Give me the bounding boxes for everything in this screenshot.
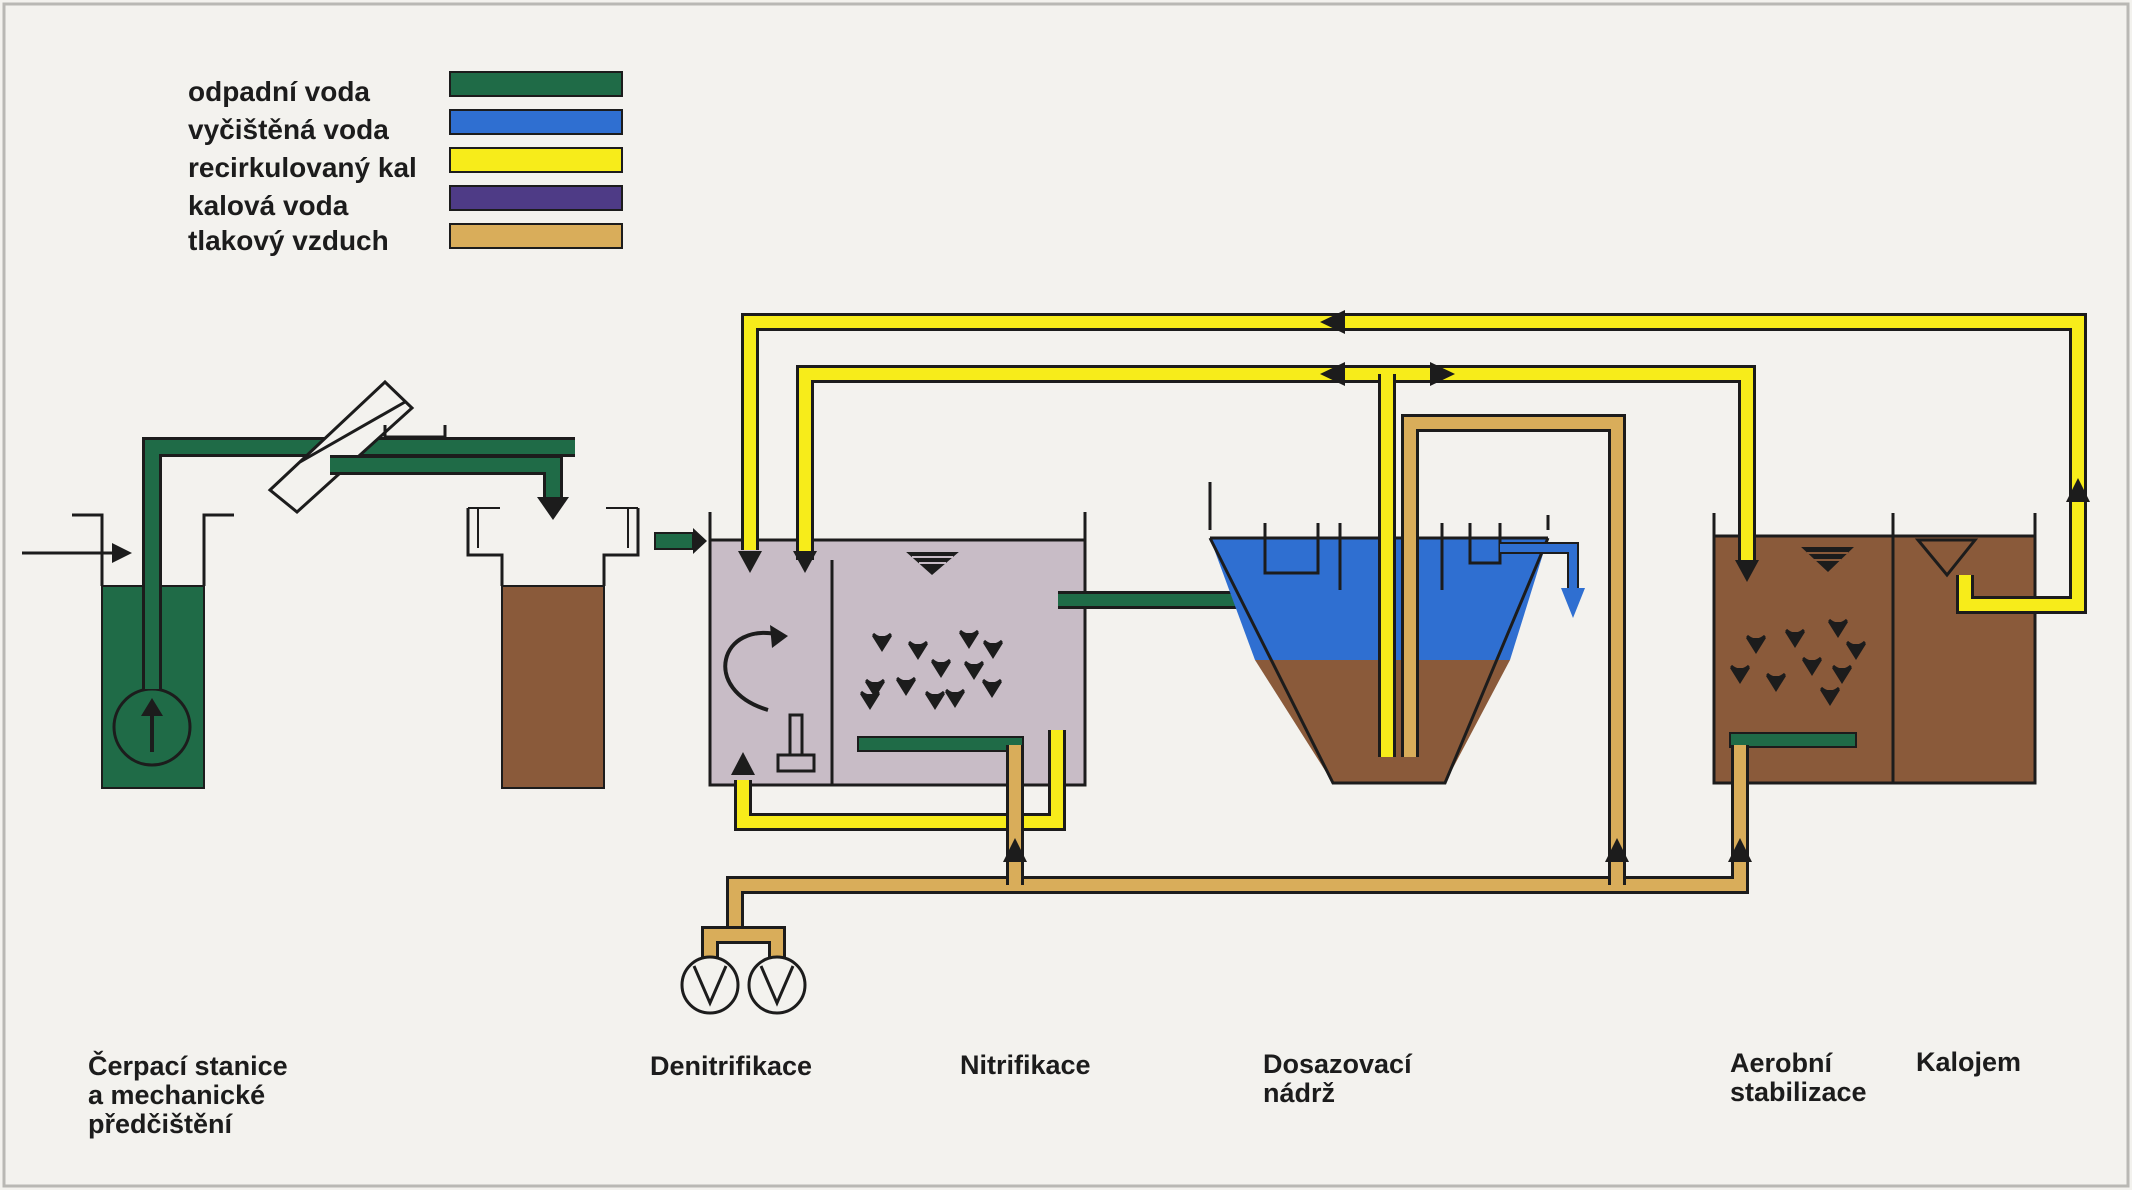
arrow-up-icon [1605, 838, 1629, 862]
arrow-right-icon [693, 528, 707, 554]
stage-label-pumping-2: a mechanické [88, 1080, 265, 1110]
arrow-down-icon [793, 551, 817, 573]
stage-label-aerobic: Aerobní [1730, 1048, 1834, 1078]
legend-label-air: tlakový vzduch [188, 225, 389, 256]
arrow-down-icon [738, 551, 762, 573]
legend-swatch-recirc-sludge [449, 147, 623, 173]
screen-chute [267, 379, 447, 514]
pumping-station [22, 437, 575, 789]
legend-label-wastewater: odpadní voda [188, 76, 370, 107]
aerobic-and-sludge-tanks [1712, 513, 2037, 785]
arrow-right-icon [1430, 362, 1455, 386]
air-pipes [701, 414, 1749, 960]
legend-label-recirc-sludge: recirkulovaný kal [188, 152, 417, 183]
stage-label-aerobic-2: stabilizace [1730, 1077, 1867, 1107]
inlet-arrow-icon [112, 543, 132, 563]
stage-label-settling-2: nádrž [1263, 1078, 1335, 1108]
presettling-tank [466, 507, 640, 789]
legend: odpadní voda vyčištěná voda recirkulovan… [188, 71, 623, 256]
clean-water-out-arrow-icon [1561, 588, 1585, 618]
arrow-up-icon [2066, 478, 2090, 502]
arrow-up-icon [1003, 838, 1027, 862]
stage-label-nitrification: Nitrifikace [960, 1050, 1091, 1080]
legend-swatch-clean-water [449, 109, 623, 135]
arrow-down-icon [537, 497, 569, 520]
recirc-sludge-pipes [734, 313, 2087, 831]
stage-label-denitrification: Denitrifikace [650, 1051, 812, 1081]
arrow-up-icon [731, 752, 755, 775]
legend-swatch-sludge-water [449, 185, 623, 211]
settling-tank [1208, 482, 1585, 785]
arrow-down-icon [1735, 560, 1759, 582]
legend-label-clean-water: vyčištěná voda [188, 114, 389, 145]
blower-icon [747, 955, 807, 1015]
arrow-left-icon [1320, 310, 1345, 334]
stage-label-settling: Dosazovací [1263, 1049, 1413, 1079]
legend-swatch-air [449, 223, 623, 249]
mixer-icon [723, 631, 781, 712]
arrow-up-icon [1728, 838, 1752, 862]
legend-label-sludge-water: kalová voda [188, 190, 349, 221]
legend-swatch-wastewater [449, 71, 623, 97]
stage-label-sludge: Kalojem [1916, 1047, 2021, 1077]
arrow-left-icon [1320, 362, 1345, 386]
stage-label-pumping-3: předčištění [88, 1109, 234, 1139]
stage-label-pumping: Čerpací stanice [88, 1050, 288, 1081]
bio-reactor [708, 512, 1087, 787]
aeration-diffuser [857, 736, 1024, 752]
blower-icon [680, 955, 740, 1015]
